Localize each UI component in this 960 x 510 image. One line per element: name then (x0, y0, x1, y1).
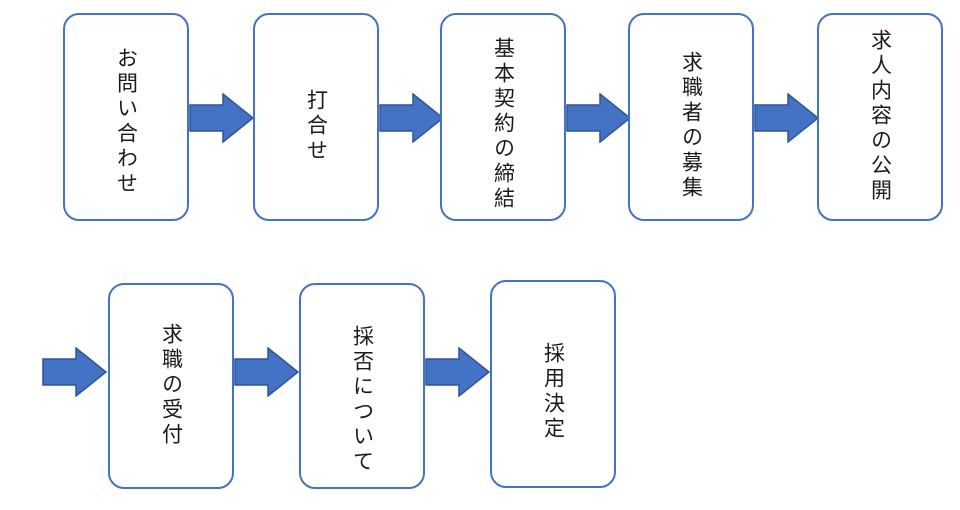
arrow-right-icon (379, 93, 445, 143)
step-label: 採否について (350, 325, 375, 475)
step-label: お問い合わせ (114, 47, 139, 197)
step-label: 打合せ (304, 89, 329, 164)
step-label: 求職の受付 (159, 323, 184, 448)
step-basic-contract: 基本契約の締結 (440, 13, 566, 221)
step-label: 採用決定 (541, 342, 566, 442)
arrow-right-icon (189, 93, 255, 143)
arrow-right-icon (42, 347, 108, 397)
step-label: 求人内容の公開 (868, 29, 893, 204)
step-application-receipt: 求職の受付 (108, 283, 234, 489)
arrow-right-icon (234, 347, 300, 397)
step-recruit-applicants: 求職者の募集 (628, 13, 754, 221)
arrow-right-icon (754, 93, 820, 143)
step-label: 求職者の募集 (679, 51, 704, 201)
step-publish-job: 求人内容の公開 (817, 13, 943, 221)
arrow-right-icon (425, 347, 491, 397)
step-hiring-decided: 採用決定 (490, 280, 616, 488)
step-meeting: 打合せ (253, 13, 379, 221)
step-hiring-decision-review: 採否について (299, 283, 425, 489)
step-inquiry: お問い合わせ (63, 13, 189, 221)
arrow-right-icon (566, 93, 632, 143)
step-label: 基本契約の締結 (491, 37, 516, 212)
